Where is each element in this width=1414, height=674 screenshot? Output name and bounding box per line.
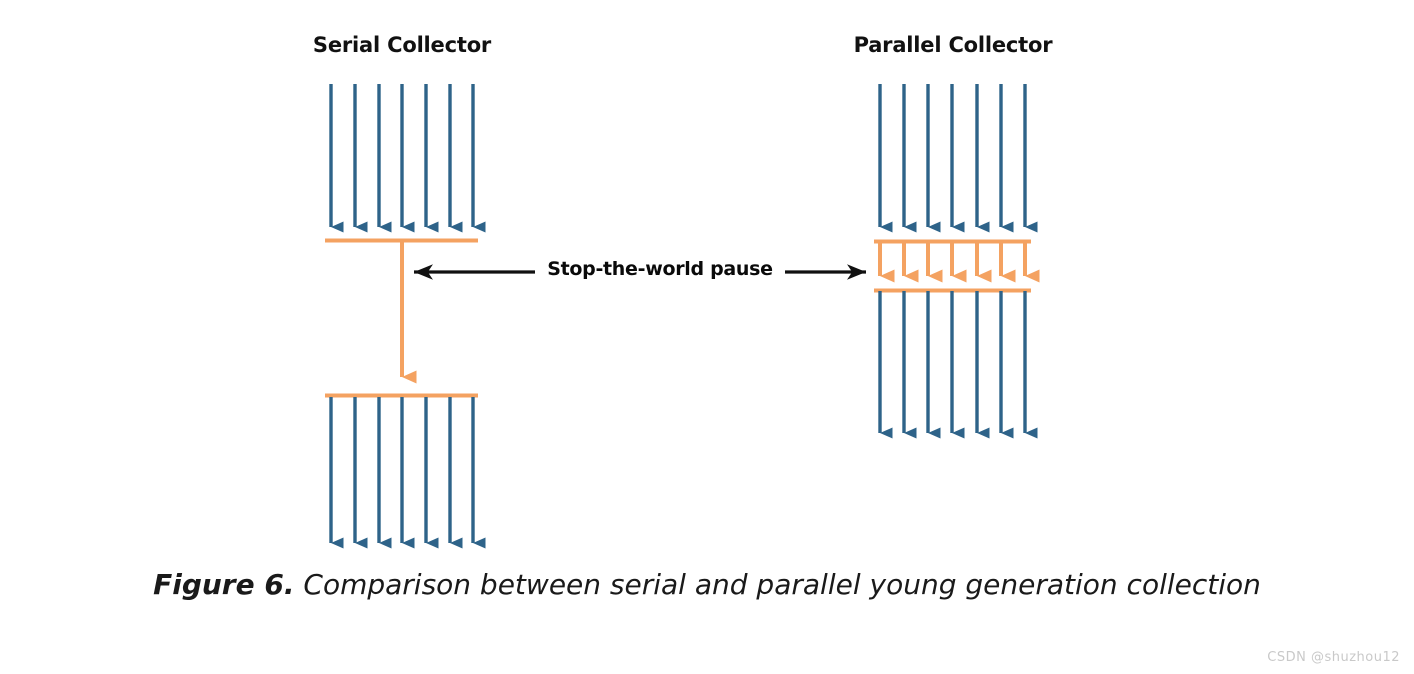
serial-collector-title: Serial Collector	[312, 33, 492, 57]
serial-threads-before-pause	[329, 84, 486, 233]
stop-the-world-label: Stop-the-world pause	[547, 258, 773, 280]
parallel-collector-title: Parallel Collector	[853, 33, 1053, 57]
serial-threads-after-pause	[329, 397, 486, 549]
parallel-threads-after-pause	[878, 291, 1038, 439]
serial-collector-panel	[325, 84, 486, 549]
figure-caption-text: Comparison between serial and parallel y…	[303, 568, 1261, 601]
parallel-threads-before-pause	[878, 84, 1038, 233]
csdn-watermark: CSDN @shuzhou12	[1267, 650, 1400, 665]
parallel-gc-threads	[878, 241, 1040, 283]
figure-caption-number: Figure 6.	[153, 568, 295, 601]
parallel-collector-panel	[874, 84, 1040, 439]
figure-caption: Figure 6. Comparison between serial and …	[0, 568, 1414, 601]
